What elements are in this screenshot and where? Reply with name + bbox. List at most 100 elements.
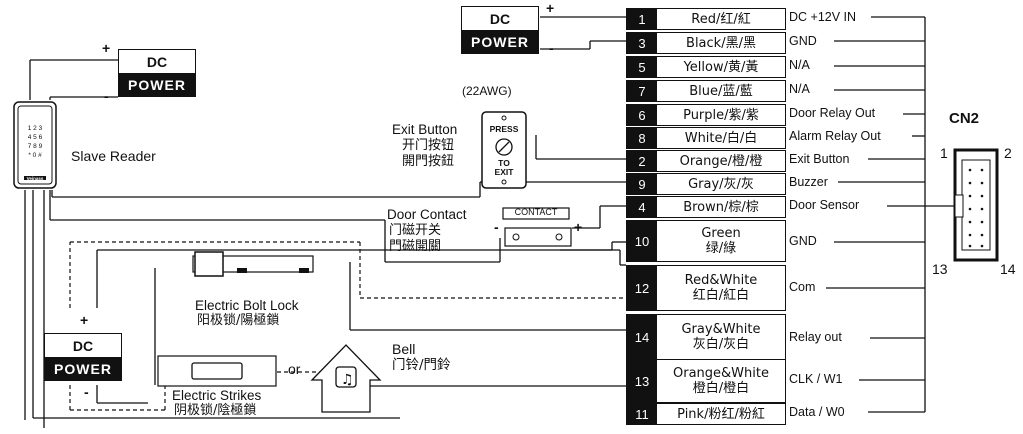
- dc-power-lock: DC POWER: [44, 333, 122, 381]
- exit-button-device: [481, 111, 527, 189]
- cn2-pin2: 2: [1004, 145, 1012, 161]
- pin-number: 3: [627, 33, 657, 53]
- contact-tag: CONTACT: [514, 207, 558, 217]
- signal-label: Buzzer: [789, 175, 828, 189]
- door-contact-label-tc: 門磁開關: [389, 239, 442, 254]
- pin-number: 13: [627, 360, 657, 402]
- pin-number: 5: [627, 57, 657, 77]
- wire-color: Purple/紫/紫: [683, 107, 759, 123]
- plus-sign: +: [102, 40, 111, 56]
- pin-row-12: 12 Red&White 红白/紅白: [626, 265, 786, 311]
- wire-color: Pink/粉红/粉紅: [677, 406, 765, 422]
- pin-row-10: 10 Green 绿/綠: [626, 220, 786, 262]
- signal-label: Relay out: [789, 330, 842, 344]
- minus-sign: -: [84, 384, 89, 400]
- pin-number: 8: [627, 128, 657, 148]
- wire-color: Red/红/紅: [691, 11, 751, 27]
- wire-color-block: Red&White 红白/紅白: [657, 266, 785, 310]
- pin-number: 12: [627, 266, 657, 310]
- plus-sign: +: [546, 0, 555, 16]
- pin-number: 14: [627, 315, 657, 359]
- plus-sign: +: [80, 312, 89, 328]
- dc-power-top: DC POWER: [461, 6, 539, 54]
- wire-color-cn: 绿/綠: [705, 241, 737, 256]
- wire-color-cn: 红白/紅白: [692, 288, 750, 303]
- exit-to-text: TO: [498, 158, 510, 168]
- bolt-lock-device: [192, 251, 314, 277]
- exit-button-label-en: Exit Button: [392, 122, 458, 137]
- wire-color: Orange/橙/橙: [679, 153, 763, 169]
- exit-press-text: PRESS: [489, 124, 519, 134]
- door-contact-label-en: Door Contact: [387, 207, 467, 222]
- cn2-pin14: 14: [1000, 261, 1016, 277]
- wire-color: Gray/灰/灰: [688, 176, 754, 192]
- wire-color: Green: [701, 226, 741, 241]
- signal-label: N/A: [789, 58, 810, 72]
- minus-sign: -: [549, 40, 554, 56]
- pin-row-5: 5 Yellow/黄/黃: [626, 56, 786, 78]
- pin-row-14: 14 Gray&White 灰白/灰白: [626, 314, 786, 360]
- bolt-lock-label-en: Electric Bolt Lock: [195, 298, 299, 313]
- minus-sign: -: [104, 88, 109, 104]
- door-contact-label-sc: 门磁开关: [389, 223, 442, 238]
- power-label: POWER: [462, 30, 538, 53]
- signal-label: Door Relay Out: [789, 106, 876, 120]
- pin-row-6: 6 Purple/紫/紫: [626, 104, 786, 126]
- cn2-connector: [953, 148, 999, 262]
- bell-label-en: Bell: [392, 341, 416, 357]
- wire-color-block: Green 绿/綠: [657, 221, 785, 261]
- wire-color: Black/黑/黑: [686, 35, 756, 51]
- pin-number: 9: [627, 174, 657, 194]
- pin-row-3: 3 Black/黑/黑: [626, 32, 786, 54]
- bell-label-cn: 门铃/門鈴: [392, 357, 451, 373]
- cn2-pin1: 1: [940, 145, 948, 161]
- wire-color: Brown/棕/棕: [683, 199, 759, 215]
- pin-row-8: 8 White/白/白: [626, 127, 786, 149]
- exit-button-label-tc: 開門按鈕: [402, 154, 455, 169]
- pin-row-1: 1 Red/红/紅: [626, 8, 786, 30]
- keypad-row: * 0 #: [28, 152, 42, 159]
- pin-number: 11: [627, 404, 657, 424]
- svg-text:♫: ♫: [341, 372, 354, 388]
- wire-color-block: Orange&White 橙白/橙白: [657, 360, 785, 402]
- wire-color: Blue/蓝/藍: [689, 83, 753, 99]
- signal-label: DC +12V IN: [789, 10, 857, 24]
- pin-row-7: 7 Blue/蓝/藍: [626, 80, 786, 102]
- reader-brand: Veinass: [26, 176, 44, 181]
- cn2-title: CN2: [949, 110, 980, 127]
- exit-exit-text: EXIT: [494, 167, 514, 177]
- wire-color: Orange&White: [673, 366, 769, 381]
- signal-label: Com: [789, 280, 816, 294]
- pin-row-9: 9 Gray/灰/灰: [626, 173, 786, 195]
- bolt-lock-label-cn: 阳极锁/陽極鎖: [197, 313, 280, 328]
- signal-label: Door Sensor: [789, 198, 860, 212]
- keypad-row: 1 2 3: [27, 125, 43, 132]
- wire-color-block: Gray&White 灰白/灰白: [657, 315, 785, 359]
- pin-number: 4: [627, 197, 657, 217]
- signal-label: Exit Button: [789, 152, 850, 166]
- wire-color: White/白/白: [684, 130, 758, 146]
- wire-color-cn: 灰白/灰白: [692, 337, 750, 352]
- signal-label: CLK / W1: [789, 372, 843, 386]
- door-contact-device: [502, 207, 572, 247]
- slave-reader-device: [13, 101, 57, 189]
- pin-number: 10: [627, 221, 657, 261]
- signal-label: GND: [789, 34, 817, 48]
- wire-color: Gray&White: [681, 322, 761, 337]
- contact-minus: -: [494, 219, 499, 235]
- dc-power-label: DC: [119, 50, 195, 73]
- cn2-pin13: 13: [932, 261, 948, 277]
- signal-label: N/A: [789, 82, 810, 96]
- wire-color-cn: 橙白/橙白: [692, 381, 750, 396]
- dc-power-reader: DC POWER: [118, 49, 196, 97]
- strike-label-cn: 阴极锁/陰極鎖: [174, 403, 257, 418]
- power-label: POWER: [119, 73, 195, 96]
- dc-power-label: DC: [45, 334, 121, 357]
- exit-button-label-sc: 开门按钮: [402, 138, 455, 153]
- pin-number: 2: [627, 151, 657, 171]
- wire-color: Red&White: [684, 273, 758, 288]
- wire-color: Yellow/黄/黃: [683, 59, 759, 75]
- power-label: POWER: [45, 357, 121, 380]
- strike-label-en: Electric Strikes: [172, 388, 262, 403]
